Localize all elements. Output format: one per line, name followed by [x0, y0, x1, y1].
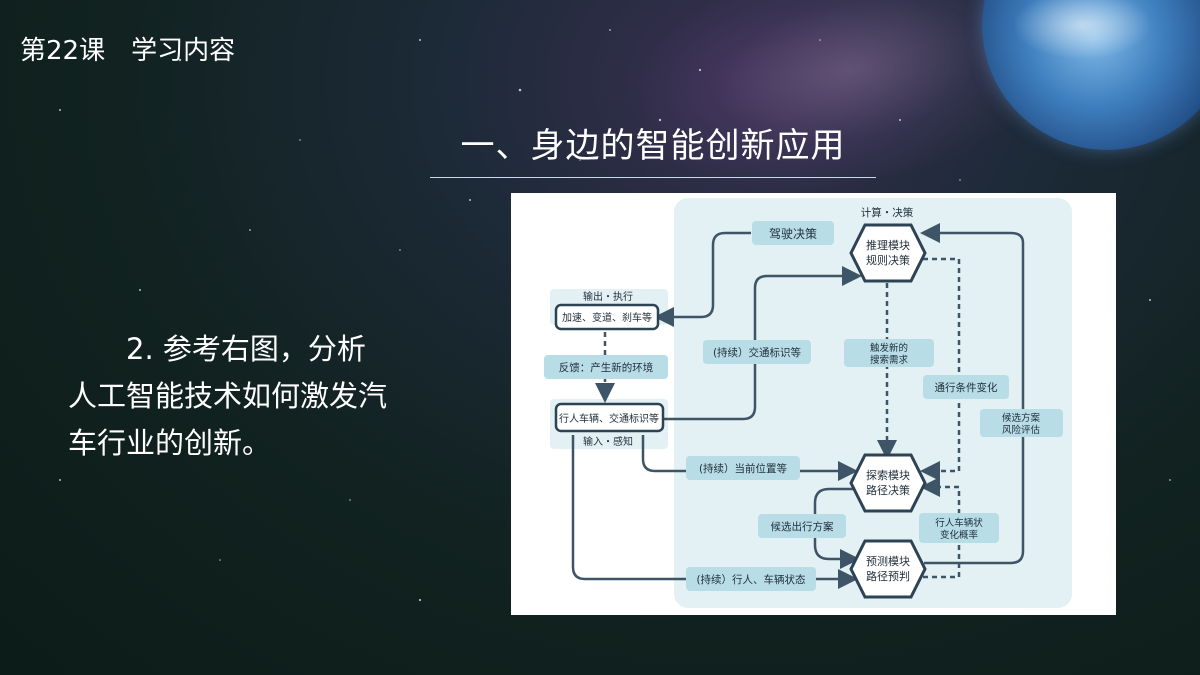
- reasoning-module-line1: 推理模块: [866, 238, 910, 252]
- feedback-chip: [544, 355, 668, 379]
- search-module-line1: 探索模块: [866, 468, 910, 482]
- compute-label: 计算・决策: [861, 206, 914, 219]
- output-box-text: 加速、变道、刹车等: [562, 311, 652, 324]
- input-box-text: 行人车辆、交通标识等: [559, 412, 659, 425]
- cont-status-chip: [686, 567, 816, 591]
- connector-driving-to-output: [654, 231, 751, 327]
- candidate-route-chip: [758, 514, 846, 538]
- candidate-route-text: 候选出行方案: [771, 520, 834, 533]
- connector-input-to-search: [641, 435, 858, 481]
- output-box: [554, 303, 660, 331]
- connector-reasoning-dashed-loop: [920, 257, 961, 481]
- connector-input-to-prediction: [571, 435, 858, 589]
- traffic-change-chip: [923, 375, 1009, 399]
- status-prob-chip: [919, 513, 999, 543]
- cont-status-text: (持续）行人、车辆状态: [696, 573, 806, 586]
- new-search-demand-line2: 搜索需求: [870, 354, 909, 366]
- lesson-title: 第22课 学习内容: [20, 36, 236, 66]
- cont-position-chip: [686, 456, 800, 480]
- prediction-module-line2: 路径预判: [866, 570, 910, 583]
- feedback-text: 反馈：产生新的环境: [559, 361, 654, 374]
- status-prob-line2: 变化概率: [940, 529, 979, 541]
- input-label: 输入・感知: [583, 435, 633, 448]
- cont-traffic-signs-text: (持续）交通标识等: [713, 346, 802, 359]
- section-heading: 一、身边的智能创新应用: [460, 126, 846, 166]
- traffic-change-text: 通行条件变化: [935, 381, 998, 394]
- planet-earth: [982, 0, 1200, 150]
- new-search-demand-chip: [844, 339, 934, 367]
- status-prob-line1: 行人车辆状: [935, 517, 983, 529]
- reasoning-module: [849, 223, 927, 283]
- reasoning-module-line2: 规则决策: [866, 253, 910, 267]
- cont-traffic-signs-chip: [703, 340, 811, 364]
- search-module: [849, 453, 927, 513]
- output-label: 输出・执行: [583, 290, 633, 303]
- search-module-line2: 路径决策: [866, 483, 910, 497]
- driving-decision-text: 驾驶决策: [769, 226, 817, 241]
- question-text: 2. 参考右图，分析人工智能技术如何激发汽车行业的创新。: [68, 332, 388, 460]
- candidate-risk-line2: 风险评估: [1002, 424, 1041, 436]
- ai-driving-diagram: 推理模块 规则决策 探索模块 路径决策 预测模块 路径预判 计算・决策 输出・执…: [511, 193, 1116, 615]
- connector-prediction-to-reasoning: [920, 223, 1025, 565]
- driving-decision-chip: [752, 221, 834, 245]
- input-box: [554, 402, 665, 433]
- candidate-risk-line1: 候选方案: [1002, 412, 1041, 424]
- new-search-demand-line1: 触发新的: [870, 342, 908, 354]
- heading-underline: [430, 177, 876, 178]
- candidate-risk-chip: [980, 409, 1063, 437]
- prediction-module-line1: 预测模块: [866, 555, 910, 568]
- cont-position-text: (持续）当前位置等: [699, 462, 788, 475]
- prediction-module: [849, 539, 927, 599]
- compute-panel: [674, 198, 1072, 608]
